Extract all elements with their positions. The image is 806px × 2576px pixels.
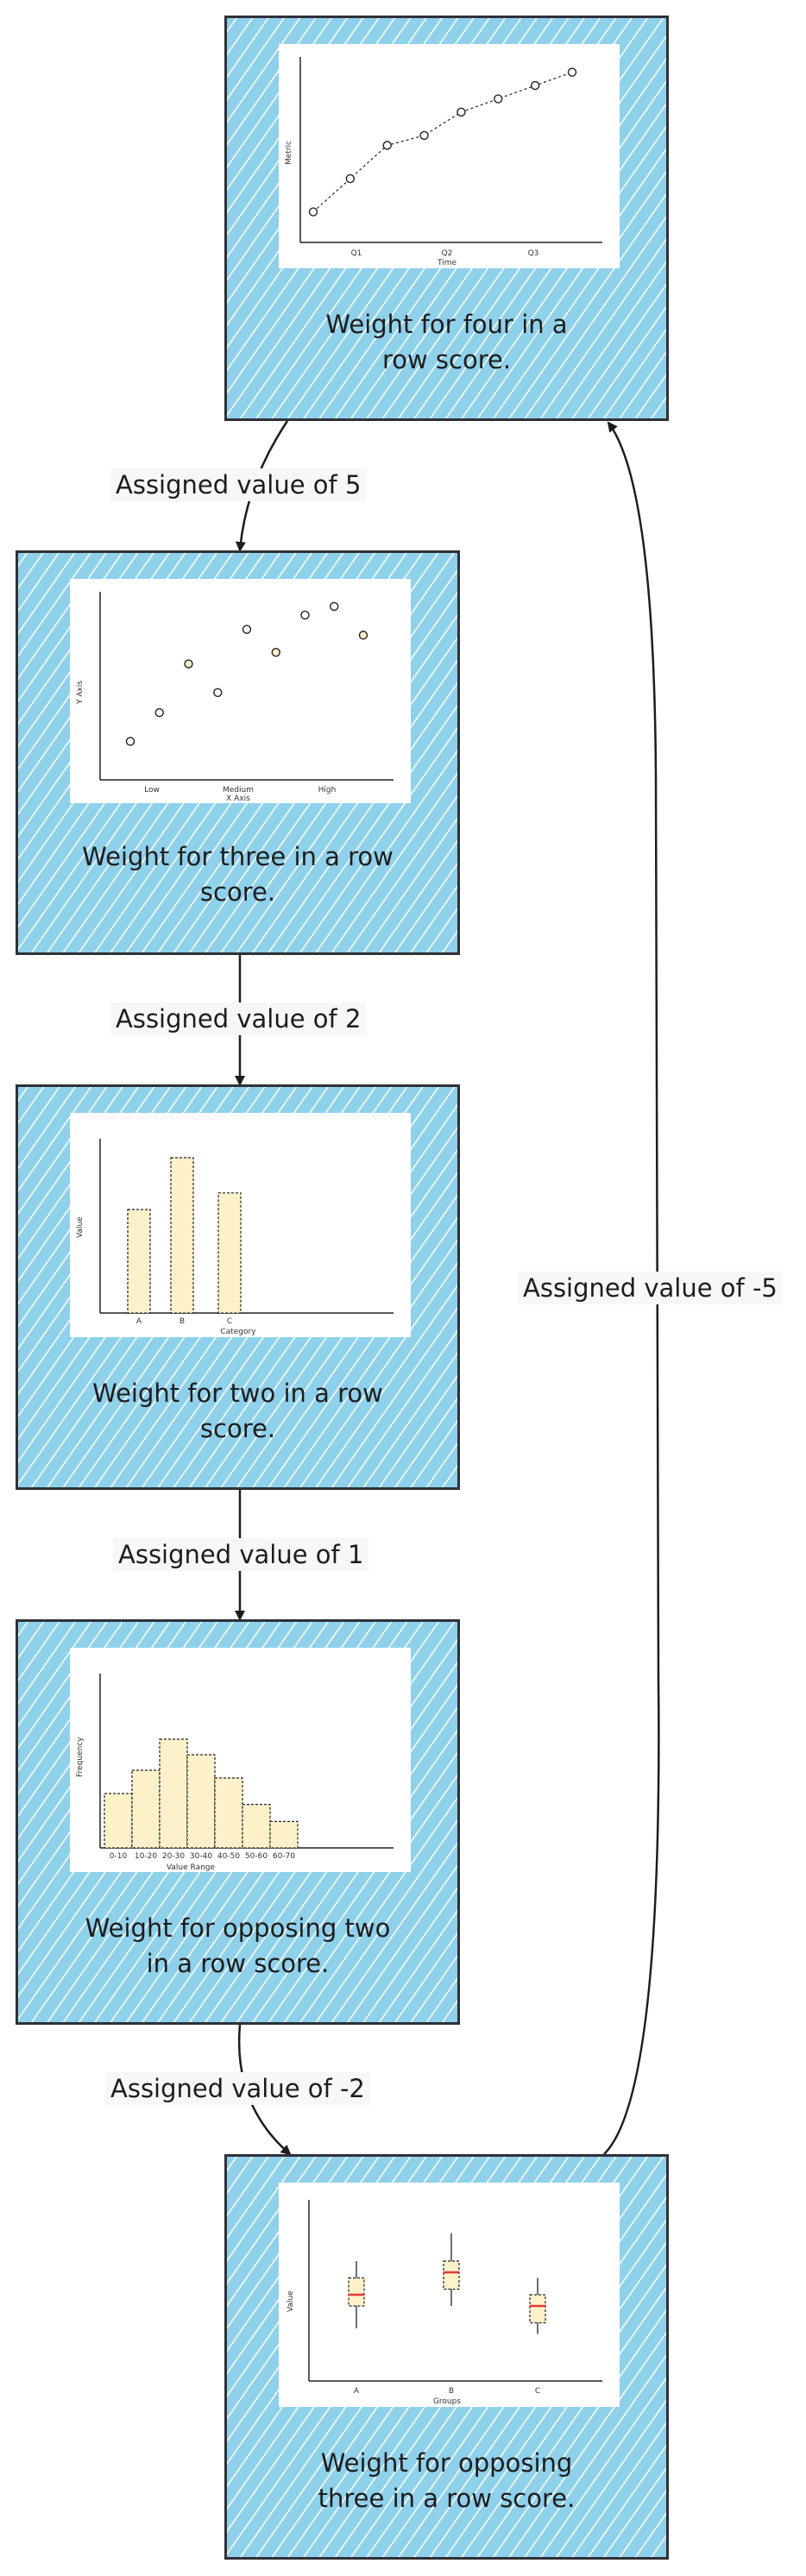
x-axis-label: Time (437, 259, 457, 267)
line-point-6 (494, 94, 503, 104)
node-caption: Weight for three in a row score. (82, 842, 394, 907)
x-tick-40-50: 40-50 (217, 1852, 240, 1861)
x-tick-20-30: 20-30 (162, 1852, 185, 1861)
edge-label-two-to-opp-two: Assigned value of 1 (113, 1538, 369, 1571)
x-tick-0-10: 0-10 (110, 1852, 128, 1861)
edge-label-opp-two-to-opp-three: Assigned value of -2 (105, 2072, 370, 2105)
bar-B (170, 1157, 194, 1314)
node-caption: Weight for opposing three in a row score… (318, 2448, 576, 2513)
scatter-point-7 (300, 610, 310, 620)
edge-label-four-to-three: Assigned value of 5 (110, 468, 367, 501)
x-tick-q2: Q2 (442, 249, 453, 258)
line-point-8 (567, 67, 577, 77)
node-opposing-two-in-a-row[interactable]: Frequency Value Range 0-10 10-20 20-30 30-4… (16, 1619, 460, 2025)
hist-bar-20-30 (159, 1738, 188, 1849)
bar-series: A B C (127, 1157, 242, 1326)
y-axis-label: Y Axis (76, 681, 85, 705)
box-C (529, 2294, 546, 2324)
hist-bar-30-40 (186, 1754, 216, 1849)
edge-opp-three-to-four (603, 421, 660, 2155)
scatter-point-2 (154, 707, 164, 718)
scatter-point-6 (271, 648, 280, 657)
x-tick-60-70: 60-70 (273, 1852, 295, 1861)
hist-bar-50-60 (242, 1804, 271, 1849)
node-caption: Weight for four in a row score. (325, 310, 568, 374)
bar-A (127, 1209, 151, 1314)
x-tick-low: Low (144, 786, 160, 795)
histogram-series: 0-10 10-20 20-30 30-40 40-50 50-60 60-70 (104, 1738, 299, 1861)
x-tick-medium: Medium (223, 786, 254, 795)
bar-C (217, 1192, 242, 1314)
node-three-in-a-row[interactable]: Y Axis Low Medium High X Axis Weight for… (16, 550, 460, 955)
line-point-4 (419, 130, 429, 141)
x-tick-A: A (136, 1317, 142, 1326)
line-point-3 (382, 141, 392, 150)
box-series: A B C (348, 2233, 546, 2396)
x-axis-label: X Axis (226, 795, 250, 803)
line-point-7 (530, 80, 540, 91)
line-chart: Metric Q1 Q2 Q3 Time (285, 57, 602, 267)
line-chart-thumbnail: Metric Q1 Q2 Q3 Time (279, 44, 620, 268)
scatter-chart: Y Axis Low Medium High X Axis (76, 592, 394, 803)
x-tick-B: B (179, 1317, 185, 1326)
x-tick-50-60: 50-60 (245, 1852, 268, 1861)
scatter-point-5 (242, 625, 252, 634)
node-caption: Weight for two in a row score. (92, 1379, 383, 1443)
bar-chart-thumbnail: Value Category A B C (70, 1113, 411, 1337)
hist-bar-10-20 (131, 1769, 161, 1849)
line-point-1 (308, 207, 318, 217)
x-tick-B: B (449, 2387, 454, 2396)
line-point-2 (345, 173, 356, 184)
scatter-series (125, 601, 368, 746)
box-B (443, 2260, 460, 2290)
y-axis-label: Metric (285, 141, 293, 165)
histogram-thumbnail: Frequency Value Range 0-10 10-20 20-30 30-4… (70, 1648, 411, 1872)
line-path (312, 72, 573, 213)
x-tick-q1: Q1 (351, 249, 362, 258)
x-tick-30-40: 30-40 (190, 1852, 212, 1861)
line-series (308, 67, 577, 217)
node-caption: Weight for opposing two in a row score. (85, 1913, 391, 1978)
y-axis-label: Value (287, 2290, 295, 2312)
bar-chart: Value Category A B C (76, 1139, 394, 1336)
edge-label-opp-three-to-four: Assigned value of -5 (518, 1272, 783, 1304)
x-axis-label: Value Range (167, 1863, 216, 1872)
box-plot: Value Groups A B C (287, 2200, 602, 2406)
hist-bar-0-10 (104, 1793, 133, 1849)
x-tick-high: High (318, 786, 337, 795)
hist-bar-60-70 (269, 1820, 299, 1849)
y-axis-label: Frequency (76, 1737, 85, 1777)
scatter-point-1 (125, 737, 135, 746)
node-opposing-three-in-a-row[interactable]: Value Groups A B C Weight for opposing thr… (224, 2154, 669, 2560)
x-tick-10-20: 10-20 (135, 1852, 157, 1861)
edge-label-three-to-two: Assigned value of 2 (110, 1002, 367, 1035)
x-axis-label: Category (220, 1328, 256, 1336)
scatter-chart-thumbnail: Y Axis Low Medium High X Axis (70, 579, 411, 803)
x-tick-C: C (535, 2387, 540, 2396)
node-four-in-a-row[interactable]: Metric Q1 Q2 Q3 Time Weight for four in … (224, 16, 669, 421)
histogram: Frequency Value Range 0-10 10-20 20-30 30-4… (76, 1674, 394, 1872)
scatter-point-4 (213, 688, 223, 698)
box-plot-thumbnail: Value Groups A B C (279, 2183, 620, 2407)
x-tick-q3: Q3 (528, 249, 539, 258)
x-tick-C: C (227, 1317, 232, 1326)
scatter-point-9 (358, 631, 368, 640)
x-tick-A: A (354, 2387, 360, 2396)
node-two-in-a-row[interactable]: Value Category A B C Weight for two in a r… (16, 1084, 460, 1490)
scatter-point-8 (330, 601, 339, 612)
y-axis-label: Value (76, 1216, 85, 1238)
line-point-5 (457, 107, 466, 117)
box-A (348, 2277, 365, 2307)
hist-bar-40-50 (214, 1777, 243, 1849)
scatter-point-3 (184, 659, 193, 669)
x-axis-label: Groups (433, 2397, 461, 2406)
